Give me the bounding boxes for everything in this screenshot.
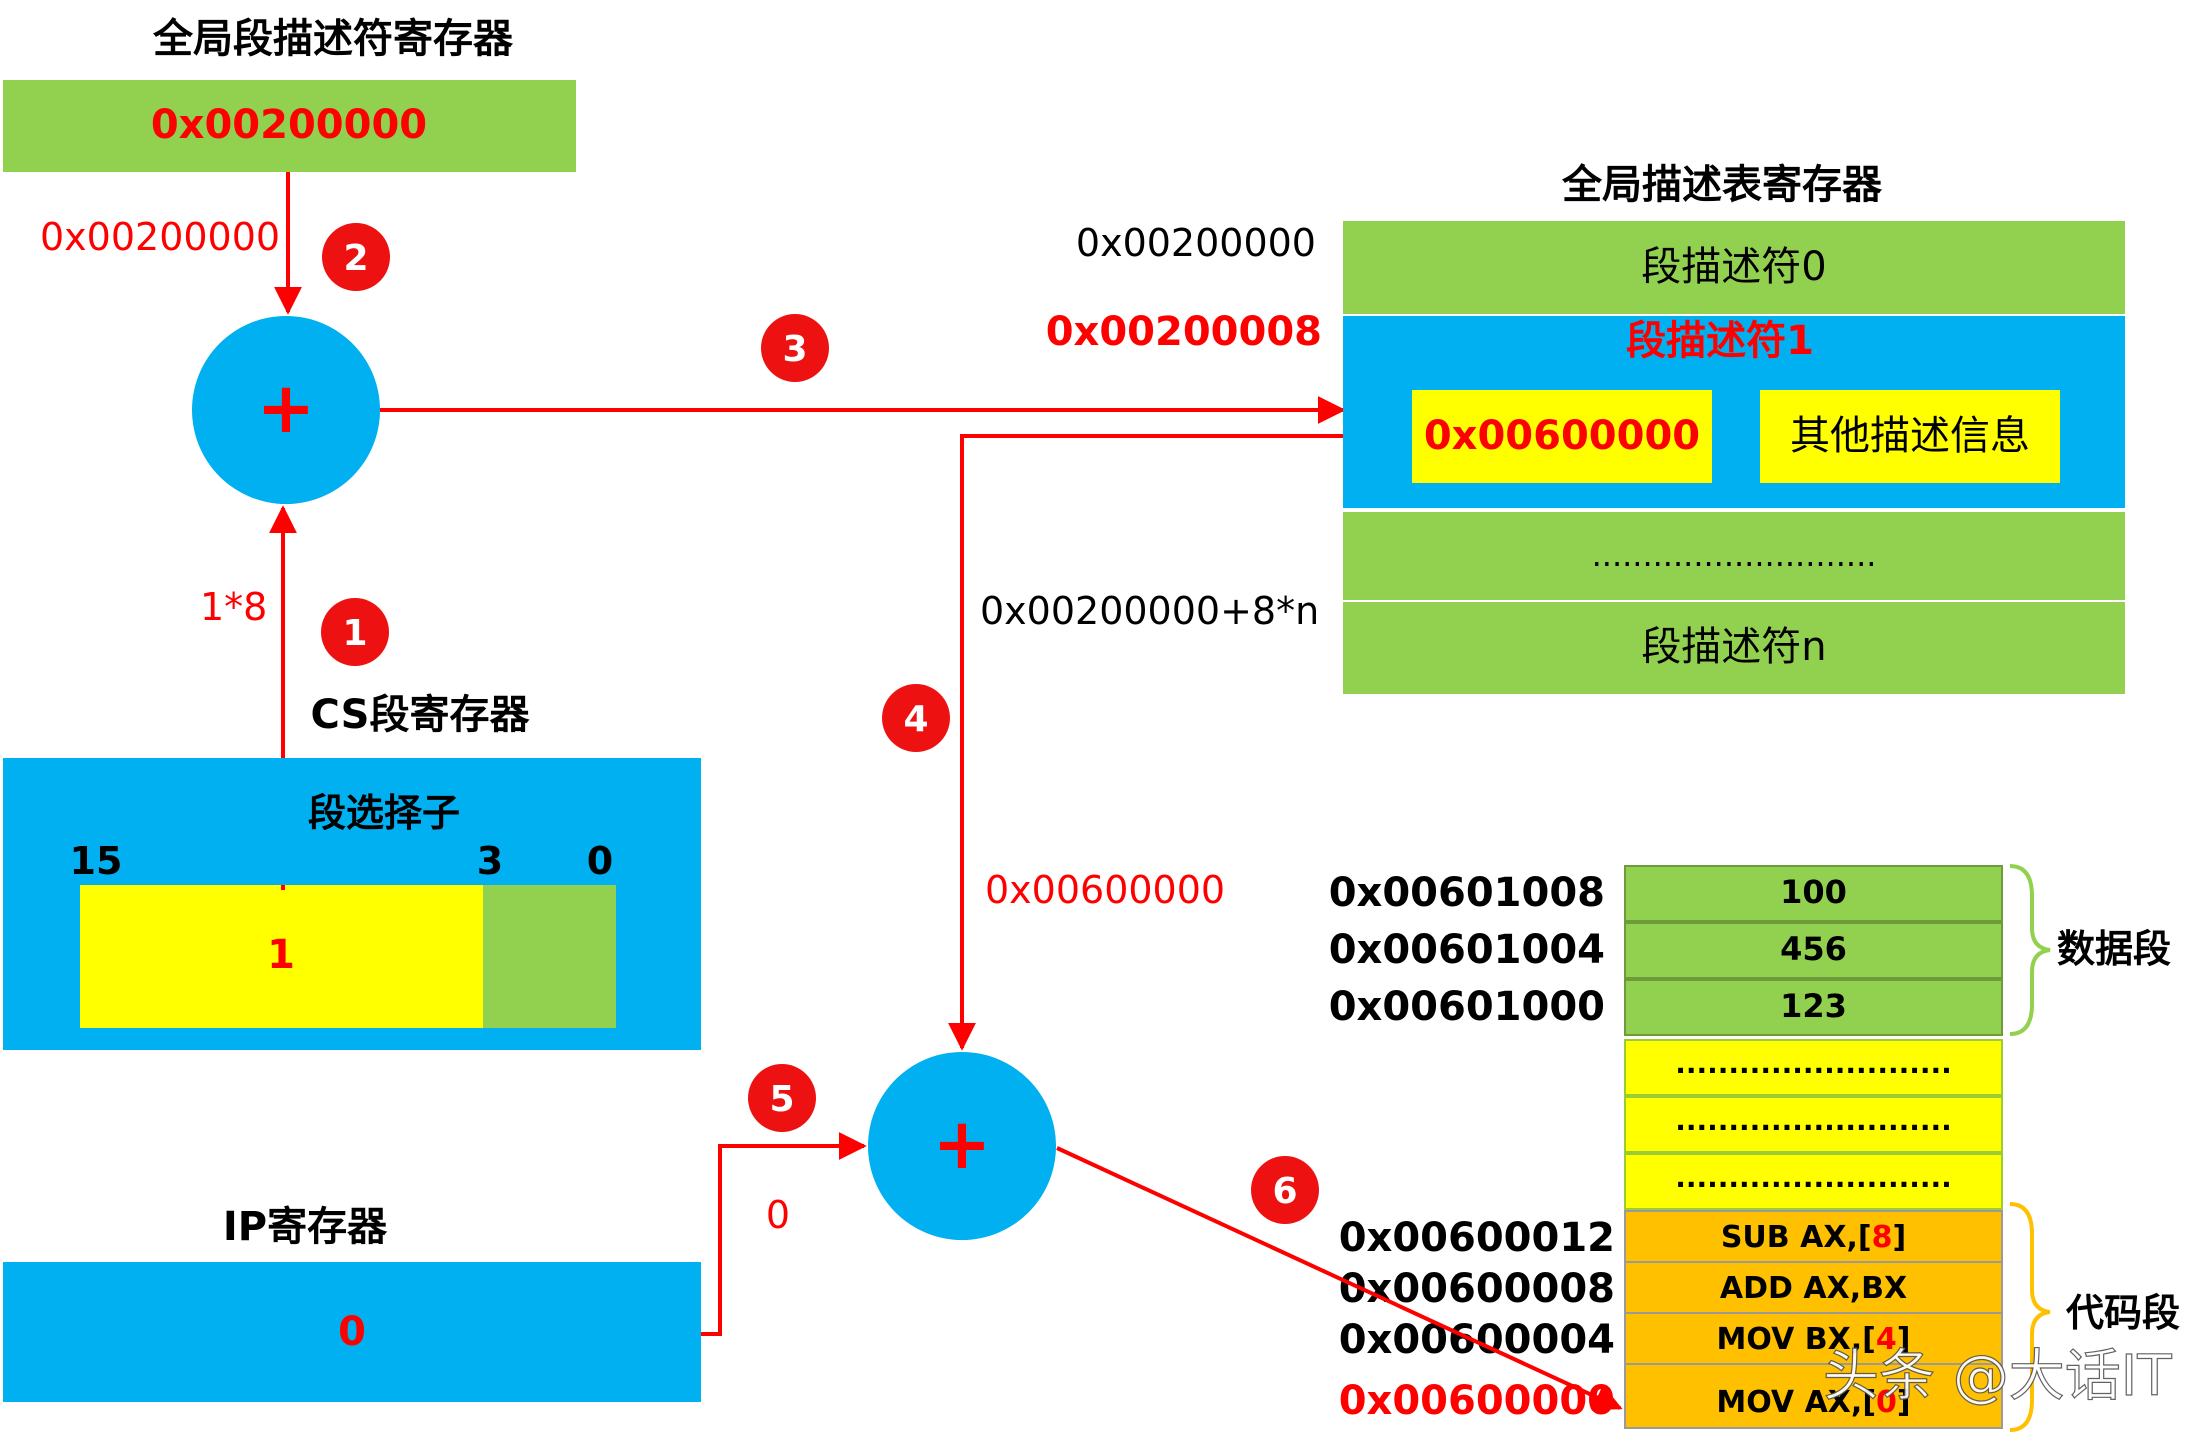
memory-code-cell <box>1624 1312 2003 1365</box>
memory-data-addr: 0x00601004 <box>1329 927 1605 973</box>
memory-data-addr: 0x00601008 <box>1329 870 1605 916</box>
memory-code-cell <box>1624 1363 2003 1429</box>
gdt-desc-0-label: 段描述符0 <box>1641 244 1826 290</box>
data-segment-brace <box>2009 864 2051 1036</box>
memory-code-cell <box>1624 1261 2003 1314</box>
step-6-badge <box>1251 1156 1319 1224</box>
step-4-badge <box>882 684 950 752</box>
gdt-desc-1-other-field <box>1760 390 2060 483</box>
step-3-label: 3 <box>782 329 807 370</box>
memory-gap-cell <box>1624 1153 2003 1210</box>
memory-data-value: 123 <box>1780 987 1847 1025</box>
ip-arrow-label: 0 <box>766 1193 790 1237</box>
data-segment-label: 数据段 <box>2057 927 2171 971</box>
memory-data-cell <box>1624 865 2003 922</box>
code-segment-brace <box>2009 1202 2051 1432</box>
gdt-ellipsis-row <box>1343 512 2125 600</box>
ip-title: IP寄存器 <box>223 1204 388 1250</box>
memory-gap-cell <box>1624 1096 2003 1153</box>
arrow-ip-to-adder <box>701 1132 867 1336</box>
bit-3-label: 3 <box>477 839 503 883</box>
selector-ti-rpl-field <box>483 885 616 1028</box>
step-1-badge <box>321 598 389 666</box>
memory-gap-ellipsis: .......................... <box>1675 1161 1952 1194</box>
adder-2 <box>868 1052 1056 1240</box>
memory-gap-ellipsis: .......................... <box>1675 1047 1952 1080</box>
gdt-desc-1-other-label: 其他描述信息 <box>1790 413 2030 459</box>
memory-code-instruction: MOV AX,[0] <box>1716 1385 1910 1420</box>
memory-code-addr: 0x00600008 <box>1339 1266 1615 1312</box>
gdtr-arrow-label: 0x00200000 <box>40 215 280 259</box>
gdtr-box <box>3 80 576 172</box>
memory-table: 100 0x00601008 456 0x00601004 123 0x00601000.… <box>1329 865 2003 1429</box>
gdt-addr-0: 0x00200000 <box>1076 221 1316 265</box>
memory-code-instruction: ADD AX,BX <box>1720 1271 1907 1306</box>
step-5-badge <box>748 1064 816 1132</box>
bit-15-label: 15 <box>70 839 123 883</box>
step-1-label: 1 <box>342 613 367 654</box>
memory-data-cell <box>1624 922 2003 979</box>
memory-gap-ellipsis: .......................... <box>1675 1104 1952 1137</box>
gdt-desc-1-base-field <box>1412 390 1712 483</box>
memory-data-value: 456 <box>1780 930 1847 968</box>
step-2-label: 2 <box>343 238 368 279</box>
selector-arrow-label: 1*8 <box>200 585 267 629</box>
gdt-desc-0 <box>1343 221 2125 314</box>
gdt-desc-n <box>1343 602 2125 694</box>
cs-title: CS段寄存器 <box>311 692 531 738</box>
gdtr-title: 全局段描述符寄存器 <box>152 16 514 62</box>
bit-0-label: 0 <box>587 839 613 883</box>
arrow-adder-to-memory <box>1056 1146 1623 1411</box>
adder-2-plus: + <box>933 1103 992 1185</box>
memory-code-instruction: SUB AX,[8] <box>1721 1220 1906 1255</box>
ip-value: 0 <box>338 1309 366 1355</box>
memory-data-cell <box>1624 979 2003 1036</box>
memory-data-value: 100 <box>1780 873 1847 911</box>
step-5-label: 5 <box>769 1079 794 1120</box>
gdt-title: 全局描述表寄存器 <box>1561 162 1883 208</box>
adder-1 <box>192 316 380 504</box>
memory-code-cell <box>1624 1210 2003 1263</box>
gdt-desc-1-label: 段描述符1 <box>1626 318 1814 364</box>
arrow-base-to-adder <box>948 434 1417 1051</box>
adder-1-plus: + <box>257 367 316 449</box>
step-6-label: 6 <box>1272 1171 1297 1212</box>
gdt-desc-1-base-value: 0x00600000 <box>1424 413 1700 459</box>
memory-data-addr: 0x00601000 <box>1329 984 1605 1030</box>
gdtr-value: 0x00200000 <box>151 102 427 148</box>
step-2-badge <box>322 223 390 291</box>
step-3-badge <box>761 314 829 382</box>
code-segment-label: 代码段 <box>2066 1291 2180 1335</box>
gdt-offset-formula: 0x00200000+8*n <box>980 589 1319 633</box>
gdt-ellipsis: ............................ <box>1592 536 1877 574</box>
ip-register-box <box>3 1262 701 1402</box>
gdt-desc-n-label: 段描述符n <box>1641 624 1826 670</box>
memory-gap-cell <box>1624 1039 2003 1096</box>
selector-label: 段选择子 <box>308 791 460 835</box>
selector-index-field <box>80 885 483 1028</box>
memory-code-instruction: MOV BX,[4] <box>1717 1322 1911 1357</box>
watermark: 头条 @大话IT <box>1823 1344 2172 1409</box>
base-arrow-label: 0x00600000 <box>985 868 1225 912</box>
gdt-addr-1: 0x00200008 <box>1046 309 1322 355</box>
memory-code-addr: 0x00600012 <box>1339 1215 1615 1261</box>
step-4-label: 4 <box>903 699 928 740</box>
selector-index-value: 1 <box>267 932 295 978</box>
